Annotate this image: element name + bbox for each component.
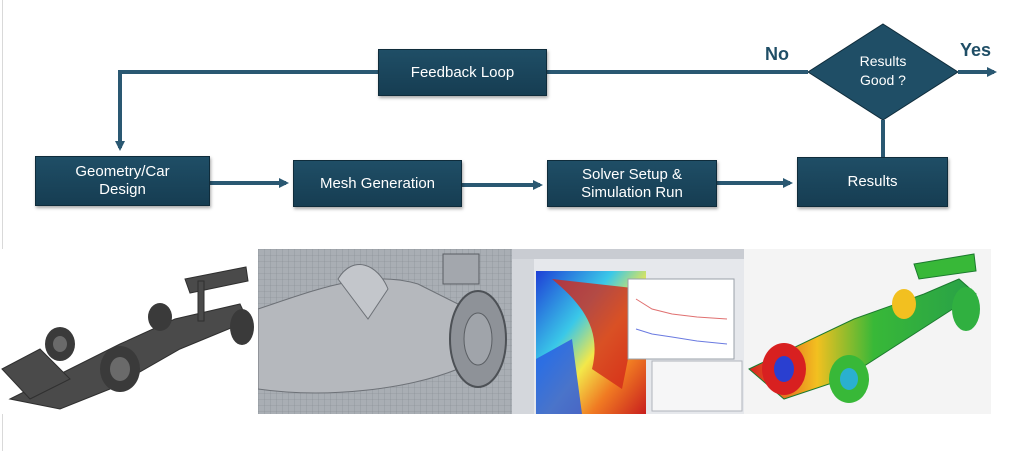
cfd-solver-window-image: [512, 249, 744, 414]
solver-setup-box: Solver Setup & Simulation Run: [547, 160, 717, 207]
mesh-generation-box: Mesh Generation: [293, 160, 462, 207]
no-label: No: [765, 44, 789, 64]
feedback-loop-box: Feedback Loop: [378, 49, 547, 96]
decision-label: Results Good ?: [859, 53, 907, 88]
connector-feedback-to-geometry: [115, 70, 378, 151]
geometry-design-box: Geometry/Car Design: [35, 156, 210, 206]
left-border-line: [2, 0, 3, 451]
results-box: Results: [797, 157, 948, 207]
f1-car-grey-model-image: [0, 249, 258, 414]
f1-car-mesh-image: [258, 249, 512, 414]
f1-car-pressure-contour-image: [744, 249, 991, 414]
yes-label: Yes: [960, 40, 992, 60]
